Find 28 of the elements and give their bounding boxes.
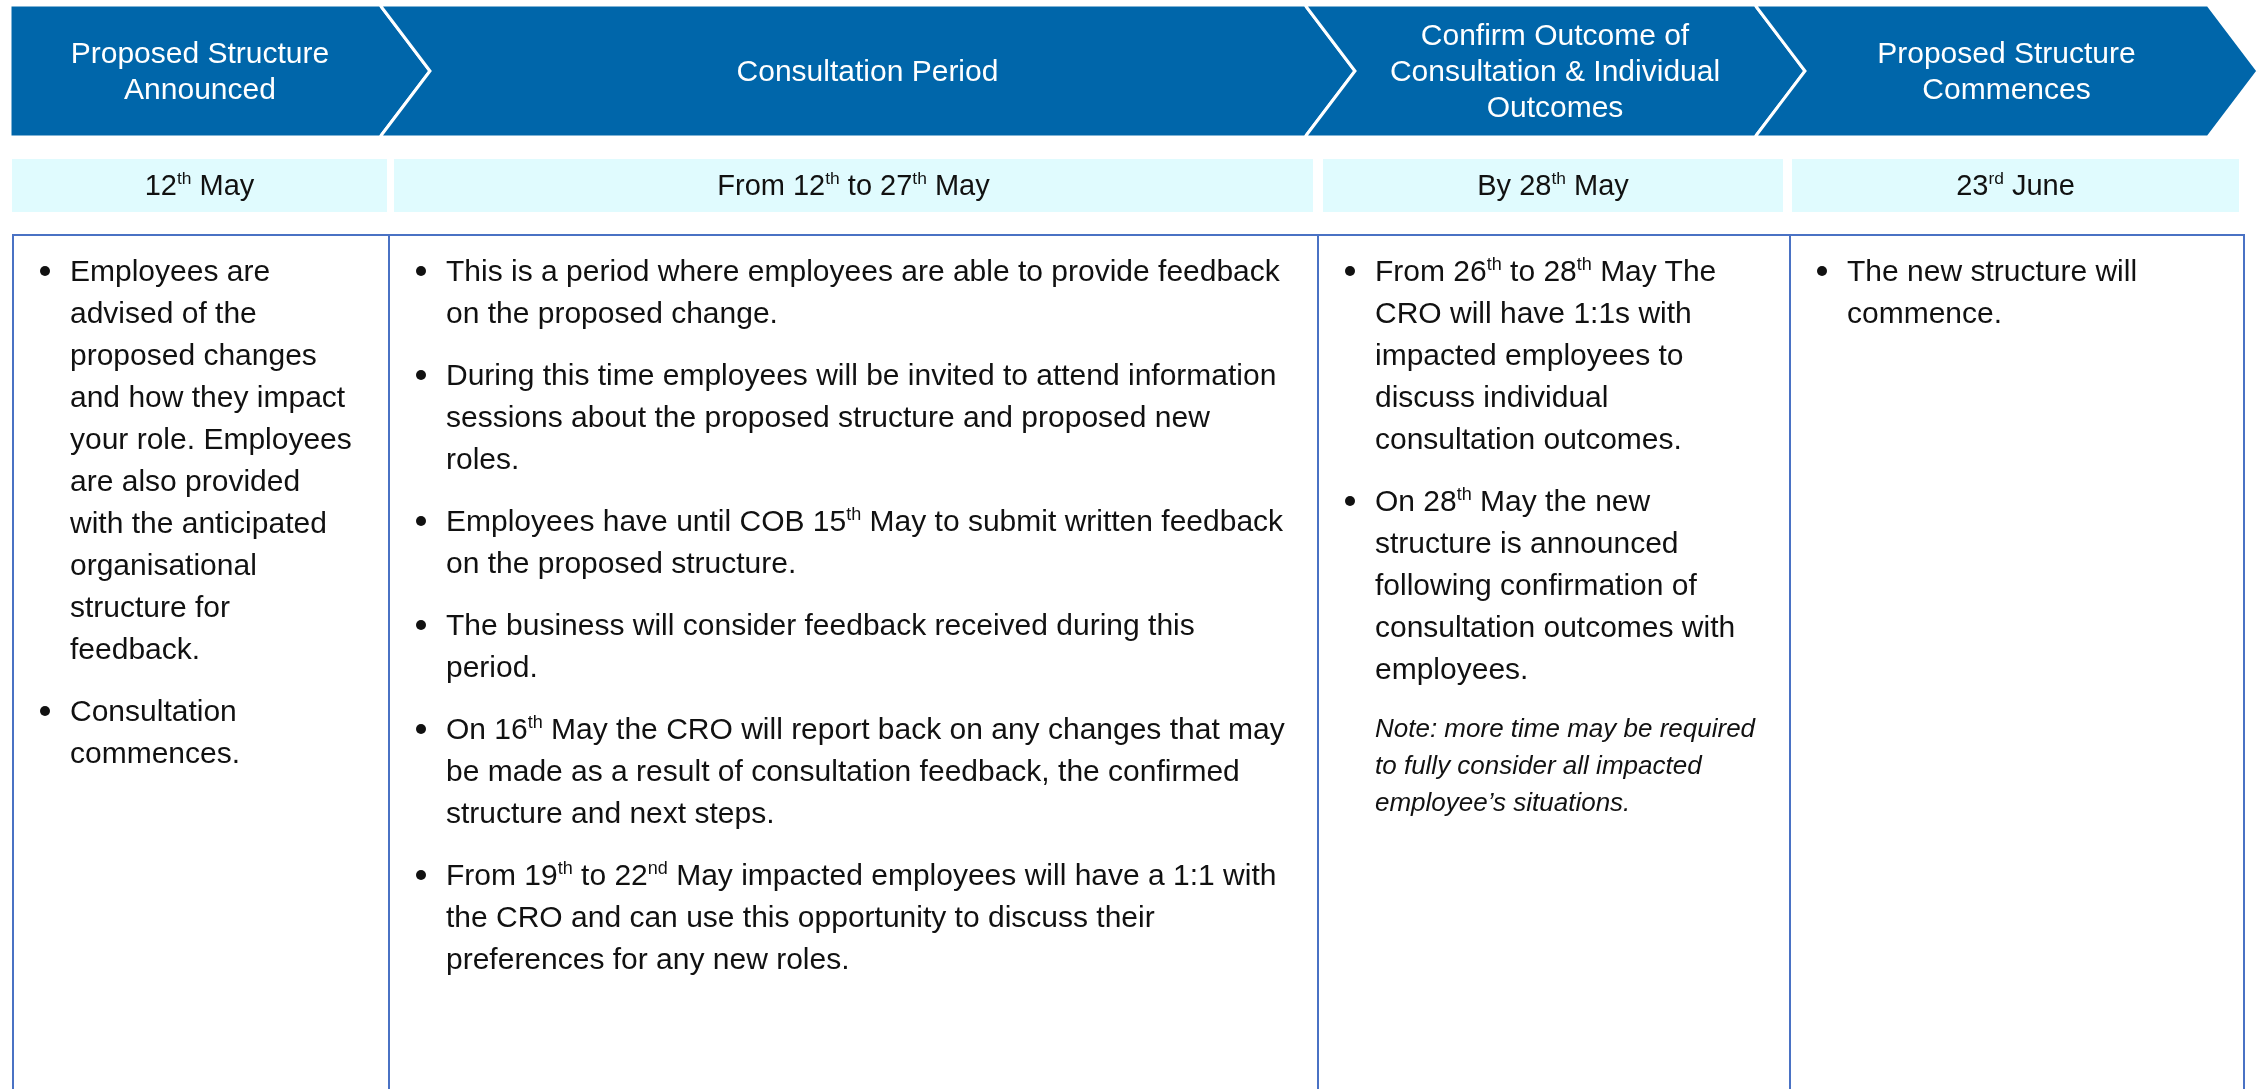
bullet-text: This is a period where employees are able to provide feedback on the proposed change.	[446, 254, 1280, 329]
step-title: Consultation Period	[736, 53, 999, 89]
bullet-text: On 16$^{th}$ May the CRO will report back on any changes that may be made as a result of consultation feedback, the confirmed structure and next steps.	[446, 712, 1285, 829]
bullet-text: From 19$^{th}$ to 22$^{nd}$ May impacted employees will have a 1:1 with the CRO and can use this opportunity to discuss their preferences for any new roles.	[446, 858, 1277, 975]
bullet-text: From 26$^{th}$ to 28$^{th}$ May The CRO will have 1:1s with impacted employees to discuss individual consultation outcomes.	[1375, 254, 1717, 455]
date-text: 23$^{rd}$ June	[1956, 169, 2075, 202]
step-title: Confirm Outcome of Consultation & Individual Outcomes	[1388, 17, 1722, 125]
bullet-text: Employees have until COB 15$^{th}$ May to submit written feedback on the proposed structure.	[446, 504, 1284, 579]
bullet-text: Employees are advised of the proposed changes and how they impact your role. Employees are also provided with the anticipated organisational structure for feedback.	[70, 254, 352, 665]
date-band	[1792, 159, 2239, 212]
note-text: Note: more time may be required to fully consider all impacted employee’s situations.	[1374, 712, 1757, 819]
bullet-text: The new structure will commence.	[1847, 254, 2138, 329]
chevron-step	[1755, 5, 2258, 137]
date-band	[1323, 159, 1783, 212]
bullet-text: Consultation commences.	[70, 694, 241, 769]
details-column	[12, 234, 390, 1089]
details-column	[1789, 234, 2245, 1089]
chevron-step	[10, 5, 430, 137]
bullet-text: The business will consider feedback received during this period.	[446, 608, 1195, 683]
date-band	[394, 159, 1313, 212]
step-title: Proposed Structure Announced	[69, 35, 331, 107]
bullet-text: During this time employees will be invited to attend information sessions about the proposed structure and proposed new roles.	[446, 358, 1277, 475]
date-text: 12$^{th}$ May	[144, 169, 255, 202]
date-text: From 12$^{th}$ to 27$^{th}$ May	[717, 169, 990, 202]
date-text: By 28$^{th}$ May	[1477, 169, 1629, 202]
bullet-text: On 28$^{th}$ May the new structure is announced following confirmation of consultation outcomes with employees.	[1375, 484, 1736, 685]
date-band	[12, 159, 387, 212]
step-title: Proposed Structure Commences	[1876, 35, 2137, 107]
